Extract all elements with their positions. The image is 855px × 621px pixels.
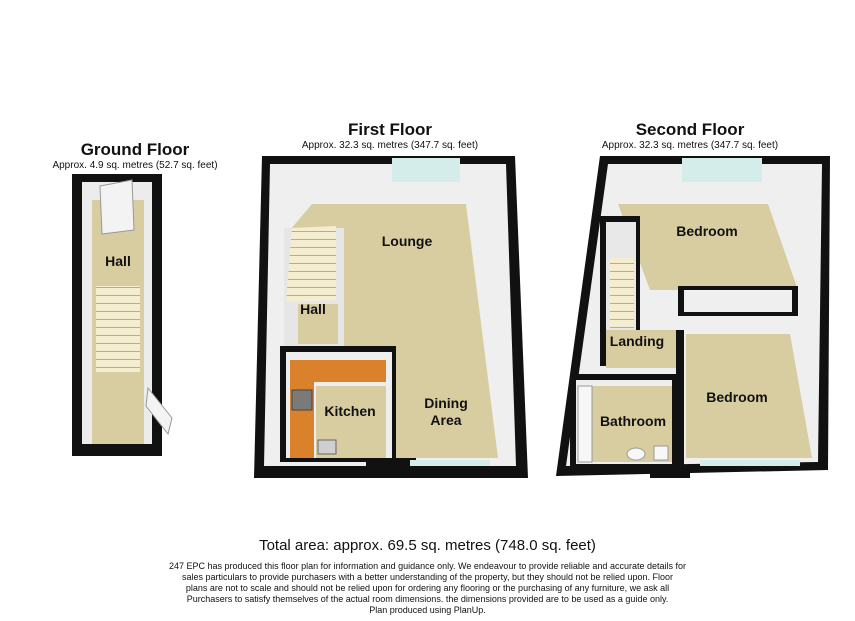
basin-icon bbox=[626, 447, 646, 461]
first-floor-back-window bbox=[410, 460, 490, 466]
room-label-landing: Landing bbox=[610, 333, 664, 349]
disclaimer: 247 EPC has produced this floor plan for… bbox=[140, 561, 715, 616]
ground-floor-plan bbox=[72, 174, 173, 456]
ground-staircase bbox=[96, 286, 140, 372]
first-floor-staircase bbox=[286, 226, 336, 302]
ground-front-door bbox=[145, 386, 173, 436]
disclaimer-line: Purchasers to satisfy themselves of the … bbox=[186, 594, 669, 604]
wardrobe-face bbox=[684, 290, 792, 312]
kitchen-counter-top bbox=[290, 360, 386, 382]
room-label-kitchen: Kitchen bbox=[324, 403, 375, 419]
first-floor-door-gap bbox=[366, 458, 416, 478]
hob-icon bbox=[291, 389, 313, 411]
bedroom-2-partition bbox=[676, 330, 684, 470]
disclaimer-line: Plan produced using PlanUp. bbox=[369, 605, 486, 615]
first-floor-area: Approx. 32.3 sq. metres (347.7 sq. feet) bbox=[301, 140, 479, 151]
bedroom-2-floor bbox=[686, 334, 812, 458]
ground-door bbox=[99, 179, 135, 235]
landing-floor bbox=[606, 330, 680, 368]
bath-icon bbox=[577, 385, 593, 463]
ground-floor-title: Ground Floor bbox=[80, 140, 190, 159]
first-floor-plan bbox=[254, 156, 528, 478]
ground-floor-bottom-wall bbox=[72, 444, 162, 456]
first-floor-window bbox=[392, 158, 460, 182]
second-floor-staircase bbox=[610, 258, 634, 328]
bedroom-1-floor bbox=[618, 204, 798, 290]
second-floor-window bbox=[682, 158, 762, 182]
first-floor-title: First Floor bbox=[347, 120, 433, 139]
total-area: Total area: approx. 69.5 sq. metres (748… bbox=[259, 537, 596, 554]
second-floor-area: Approx. 32.3 sq. metres (347.7 sq. feet) bbox=[601, 140, 779, 151]
room-label-dining-area: Area bbox=[430, 412, 461, 428]
room-label-ground-hall: Hall bbox=[105, 253, 131, 269]
room-label-bedroom-2: Bedroom bbox=[706, 389, 767, 405]
disclaimer-line: sales particulars to provide purchasers … bbox=[181, 572, 674, 582]
room-label-bedroom-1: Bedroom bbox=[676, 223, 737, 239]
second-floor-back-window bbox=[700, 460, 800, 466]
room-label-dining: Dining bbox=[424, 395, 468, 411]
room-label-lounge: Lounge bbox=[382, 233, 433, 249]
room-label-first-hall: Hall bbox=[300, 301, 326, 317]
sink-icon bbox=[317, 439, 337, 455]
toilet-icon bbox=[653, 445, 669, 461]
second-floor-title: Second Floor bbox=[635, 120, 745, 139]
second-floor-door-gap bbox=[650, 466, 690, 478]
disclaimer-line: plans are not to scale and should not be… bbox=[185, 583, 670, 593]
room-label-bathroom: Bathroom bbox=[600, 413, 666, 429]
second-floor-plan bbox=[556, 156, 830, 478]
first-hall-floor bbox=[298, 304, 338, 344]
disclaimer-line: 247 EPC has produced this floor plan for… bbox=[169, 561, 686, 571]
ground-floor-area: Approx. 4.9 sq. metres (52.7 sq. feet) bbox=[52, 160, 218, 171]
